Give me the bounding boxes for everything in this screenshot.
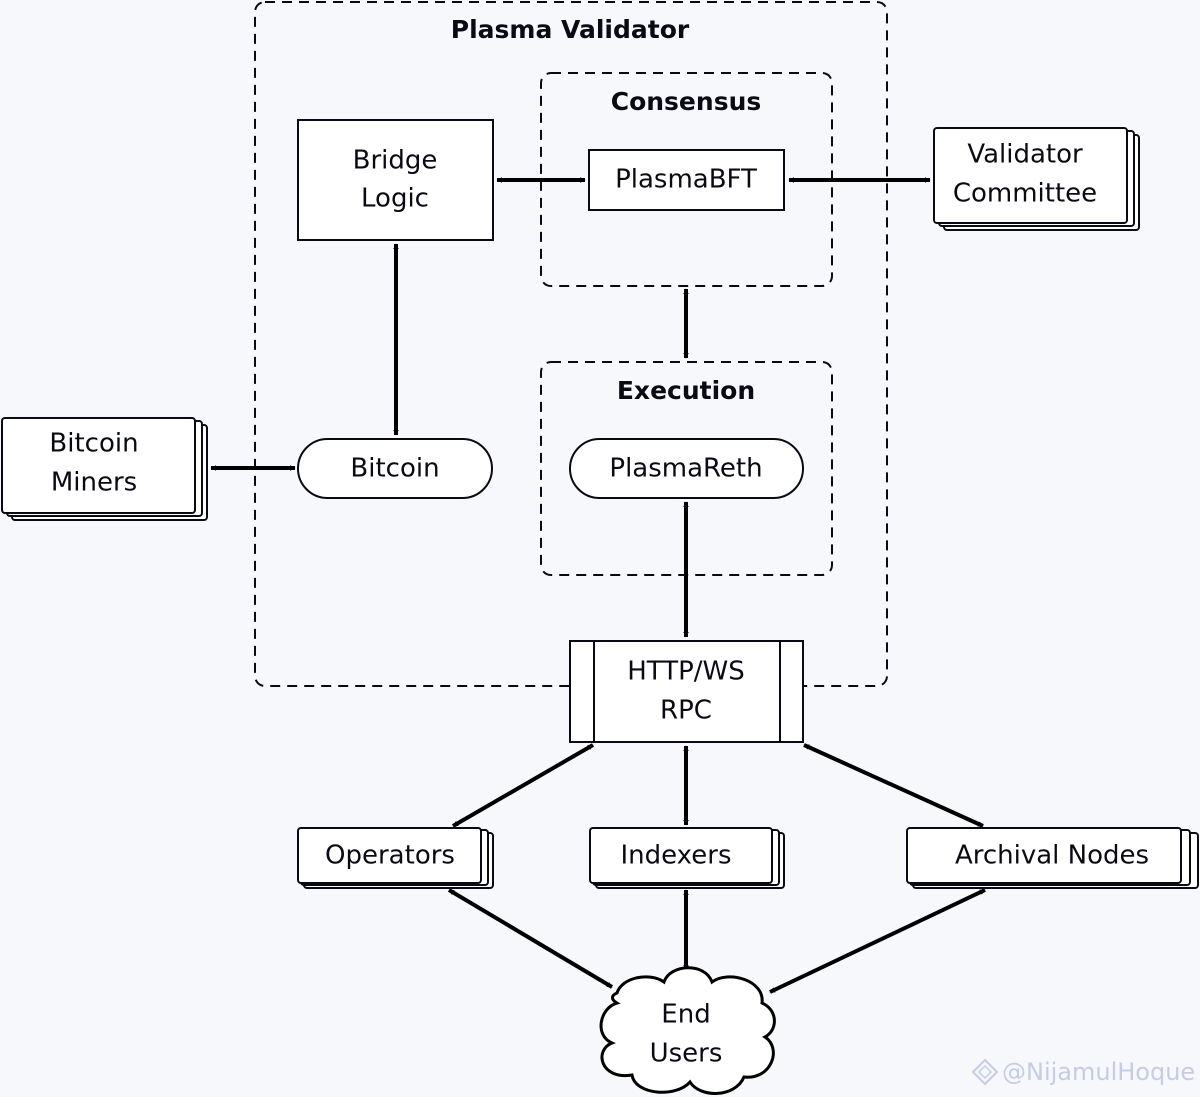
group-plasma-validator: Plasma Validator — [254, 1, 888, 687]
node-indexers[interactable]: Indexers — [589, 827, 785, 889]
bridge-logic-label-line1: Bridge — [353, 146, 438, 176]
validator-committee-label-line1: Validator — [967, 140, 1083, 170]
end-users-label-line1: End — [661, 1000, 710, 1030]
edges — [210, 177, 986, 994]
watermark: @NijamulHoque — [971, 1058, 1195, 1086]
plasma-validator-title: Plasma Validator — [451, 15, 690, 44]
bitcoin-miners-box — [1, 417, 196, 514]
indexers-box — [589, 827, 773, 884]
watermark-text: @NijamulHoque — [1002, 1058, 1195, 1086]
node-validator-committee[interactable]: Validator Committee — [933, 127, 1140, 231]
rpc-label-line2: RPC — [660, 696, 712, 726]
end-users-label-line2: Users — [650, 1039, 723, 1069]
edge-rpc-archival — [803, 743, 984, 828]
node-bridge-logic[interactable]: Bridge Logic — [297, 119, 494, 241]
plasmareth-pill — [569, 438, 804, 499]
validator-committee-label-line2: Committee — [953, 179, 1097, 209]
operators-label: Operators — [325, 841, 455, 871]
bitcoin-pill — [297, 438, 493, 499]
consensus-title: Consensus — [611, 87, 762, 116]
bridge-logic-label-line2: Logic — [361, 184, 429, 214]
node-archival-nodes[interactable]: Archival Nodes — [906, 827, 1199, 889]
node-rpc[interactable]: HTTP/WS RPC — [569, 640, 804, 743]
archival-nodes-label: Archival Nodes — [955, 841, 1149, 871]
edge-archival-endusers — [769, 888, 986, 994]
archival-nodes-box — [906, 827, 1182, 884]
operators-box — [297, 827, 482, 884]
plasmareth-label: PlasmaReth — [609, 454, 762, 484]
node-operators[interactable]: Operators — [297, 827, 494, 889]
node-end-users[interactable]: End Users — [599, 966, 776, 1095]
rpc-label-line1: HTTP/WS — [627, 657, 745, 687]
edge-operators-endusers — [447, 888, 614, 989]
edge-rpc-operators — [451, 743, 595, 828]
node-bitcoin[interactable]: Bitcoin — [297, 438, 493, 499]
plasma-validator-border — [254, 1, 888, 687]
validator-committee-box — [933, 127, 1128, 224]
plasmabft-label: PlasmaBFT — [615, 165, 757, 195]
execution-title: Execution — [617, 376, 755, 405]
rpc-box — [569, 640, 804, 743]
bitcoin-miners-label-line1: Bitcoin — [49, 429, 138, 459]
indexers-label: Indexers — [620, 841, 731, 871]
node-bitcoin-miners[interactable]: Bitcoin Miners — [1, 417, 208, 521]
node-plasmabft[interactable]: PlasmaBFT — [588, 149, 785, 211]
end-users-cloud — [599, 966, 776, 1095]
bitcoin-miners-label-line2: Miners — [51, 468, 137, 498]
plasmabft-box — [588, 149, 785, 211]
node-plasmareth[interactable]: PlasmaReth — [569, 438, 804, 499]
bridge-logic-box — [297, 119, 494, 241]
bitcoin-label: Bitcoin — [350, 454, 439, 484]
diamond-logo-icon — [971, 1058, 999, 1086]
